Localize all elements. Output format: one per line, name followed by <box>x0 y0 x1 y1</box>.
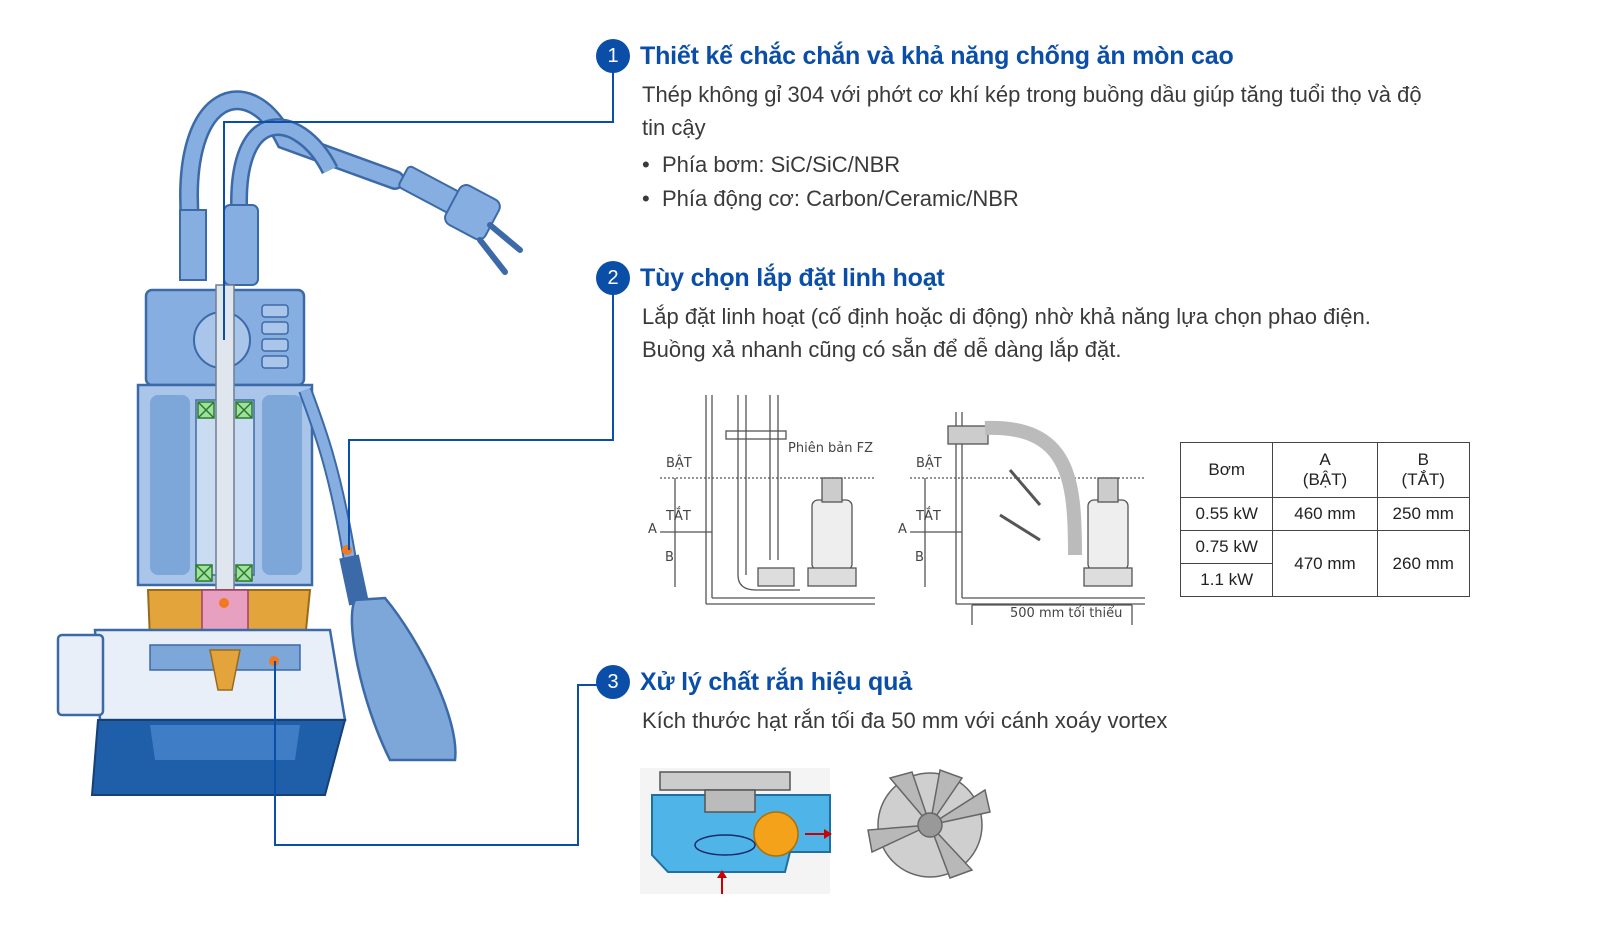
feature-description: Kích thước hạt rắn tối đa 50 mm với cánh… <box>642 704 1442 737</box>
table-cell: 470 mm <box>1272 530 1378 597</box>
column-header-a: A (BẬT) <box>1272 442 1378 498</box>
column-header-b: B (TẮT) <box>1376 442 1470 498</box>
feature-header: 2 Tùy chọn lắp đặt linh hoạt <box>596 260 945 296</box>
vortex-impeller-icon <box>867 768 991 879</box>
table-cell: 0.75 kW <box>1179 530 1274 564</box>
header-line: B <box>1417 450 1429 469</box>
feature-header: 3 Xử lý chất rắn hiệu quả <box>596 664 912 700</box>
plug-icon <box>398 165 523 275</box>
seal-material-list: Phía bơm: SiC/SiC/NBR Phía động cơ: Carb… <box>642 148 1442 216</box>
feature-description-text: Thép không gỉ 304 với phớt cơ khí kép tr… <box>642 82 1422 140</box>
feature-description: Lắp đặt linh hoạt (cố định hoặc di động)… <box>642 300 1442 366</box>
dimension-a-label: A <box>648 522 657 537</box>
feature-description-line: Buồng xả nhanh cũng có sẵn để dễ dàng lắ… <box>642 337 1122 362</box>
on-level-label: BẬT <box>916 456 942 471</box>
callout-lines <box>223 72 614 846</box>
dimension-b-label: B <box>665 550 674 565</box>
feature-description-text: Kích thước hạt rắn tối đa 50 mm với cánh… <box>642 708 1168 733</box>
header-line: A <box>1319 450 1331 469</box>
feature-number-badge: 2 <box>596 261 630 295</box>
feature-title: Xử lý chất rắn hiệu quả <box>640 667 912 696</box>
list-item: Phía động cơ: Carbon/Ceramic/NBR <box>642 182 1442 216</box>
header-line: (BẬT) <box>1302 470 1348 489</box>
min-distance-label: 500 mm tối thiểu <box>1010 606 1123 621</box>
fz-version-label: Phiên bản FZ <box>788 441 874 456</box>
off-level-label: TẮT <box>916 509 941 524</box>
feature-number-badge: 1 <box>596 39 630 73</box>
table-row: 0.55 kW 460 mm 250 mm <box>1179 497 1470 531</box>
list-item: Phía bơm: SiC/SiC/NBR <box>642 148 1442 182</box>
vortex-chamber-illustration <box>640 768 832 894</box>
dimension-a-label: A <box>898 522 907 537</box>
table-cell: 1.1 kW <box>1179 563 1274 597</box>
table-header-row: Bơm A (BẬT) B (TẮT) <box>1179 442 1470 498</box>
feature-title: Tùy chọn lắp đặt linh hoạt <box>640 263 945 292</box>
fixed-installation-diagram <box>660 395 875 605</box>
column-header-pump: Bơm <box>1179 442 1274 498</box>
feature-title: Thiết kế chắc chắn và khả năng chống ăn … <box>640 41 1234 70</box>
table-cell: 260 mm <box>1376 530 1470 597</box>
portable-installation-diagram <box>910 412 1145 625</box>
off-level-label: TẮT <box>666 509 691 524</box>
float-level-table: Bơm A (BẬT) B (TẮT) 0.55 kW 460 mm 250 m… <box>1179 442 1470 597</box>
table-cell: 460 mm <box>1272 497 1378 531</box>
table-row: 1.1 kW <box>1179 563 1470 597</box>
feature-description: Thép không gỉ 304 với phớt cơ khí kép tr… <box>642 78 1442 216</box>
feature-header: 1 Thiết kế chắc chắn và khả năng chống ă… <box>596 38 1234 74</box>
on-level-label: BẬT <box>666 456 692 471</box>
table-cell: 0.55 kW <box>1179 497 1274 531</box>
pump-cutaway-illustration <box>56 90 523 796</box>
table-row: 0.75 kW 470 mm 260 mm <box>1179 530 1470 597</box>
feature-number-badge: 3 <box>596 665 630 699</box>
header-line: (TẮT) <box>1401 470 1445 489</box>
feature-description-line: Lắp đặt linh hoạt (cố định hoặc di động)… <box>642 304 1371 329</box>
dimension-b-label: B <box>915 550 924 565</box>
table-cell: 250 mm <box>1376 497 1470 531</box>
